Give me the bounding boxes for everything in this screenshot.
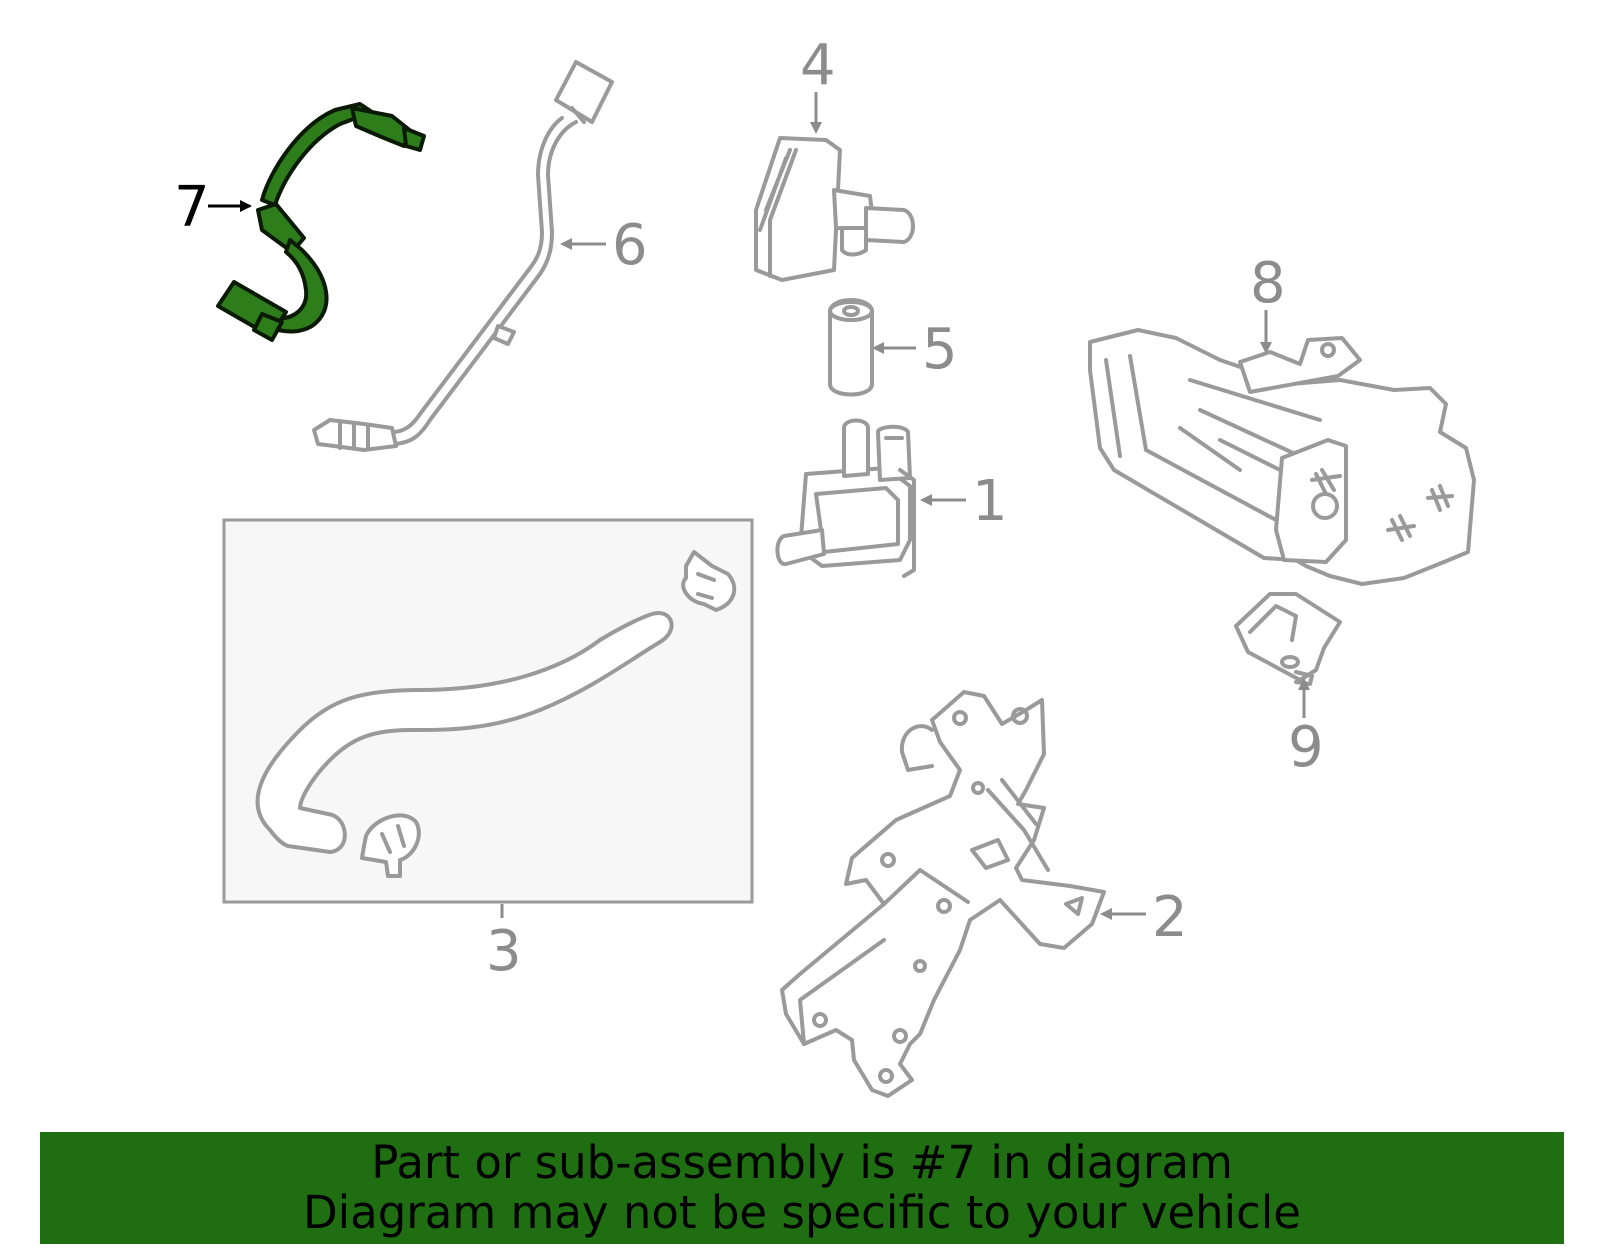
callout-5: 5 — [872, 317, 958, 382]
part-7-oxygen-sensor[interactable] — [216, 102, 426, 342]
part-5-sleeve[interactable] — [828, 298, 874, 397]
info-banner: Part or sub-assembly is #7 in diagram Di… — [40, 1132, 1564, 1244]
callout-3: 3 — [486, 904, 522, 984]
callout-label-7: 7 — [174, 175, 210, 240]
callout-label-9: 9 — [1288, 715, 1324, 780]
banner-line-disclaimer: Diagram may not be specific to your vehi… — [303, 1186, 1301, 1239]
callout-label-8: 8 — [1250, 251, 1286, 316]
part-6-sensor-lead[interactable] — [312, 60, 614, 452]
callout-label-3: 3 — [486, 919, 522, 984]
callout-4: 4 — [800, 33, 836, 134]
part-1-purge-valve[interactable] — [775, 418, 916, 578]
callout-label-4: 4 — [800, 33, 836, 98]
callout-9: 9 — [1288, 678, 1324, 780]
callout-2: 2 — [1100, 885, 1188, 950]
callout-8: 8 — [1250, 251, 1286, 354]
callout-label-5: 5 — [922, 317, 958, 382]
callout-6: 6 — [560, 213, 648, 278]
part-8-canister[interactable] — [1088, 328, 1476, 586]
callout-7: 7 — [174, 175, 252, 240]
callout-label-1: 1 — [972, 469, 1008, 534]
callout-label-6: 6 — [612, 213, 648, 278]
part-2-bracket[interactable] — [780, 690, 1106, 1098]
part-3-inset[interactable] — [222, 518, 754, 904]
part-9-clip[interactable] — [1234, 592, 1342, 686]
callout-label-2: 2 — [1152, 885, 1188, 950]
banner-line-part: Part or sub-assembly is #7 in diagram — [371, 1136, 1233, 1189]
callout-1: 1 — [920, 469, 1008, 534]
part-4-valve[interactable] — [754, 136, 915, 282]
